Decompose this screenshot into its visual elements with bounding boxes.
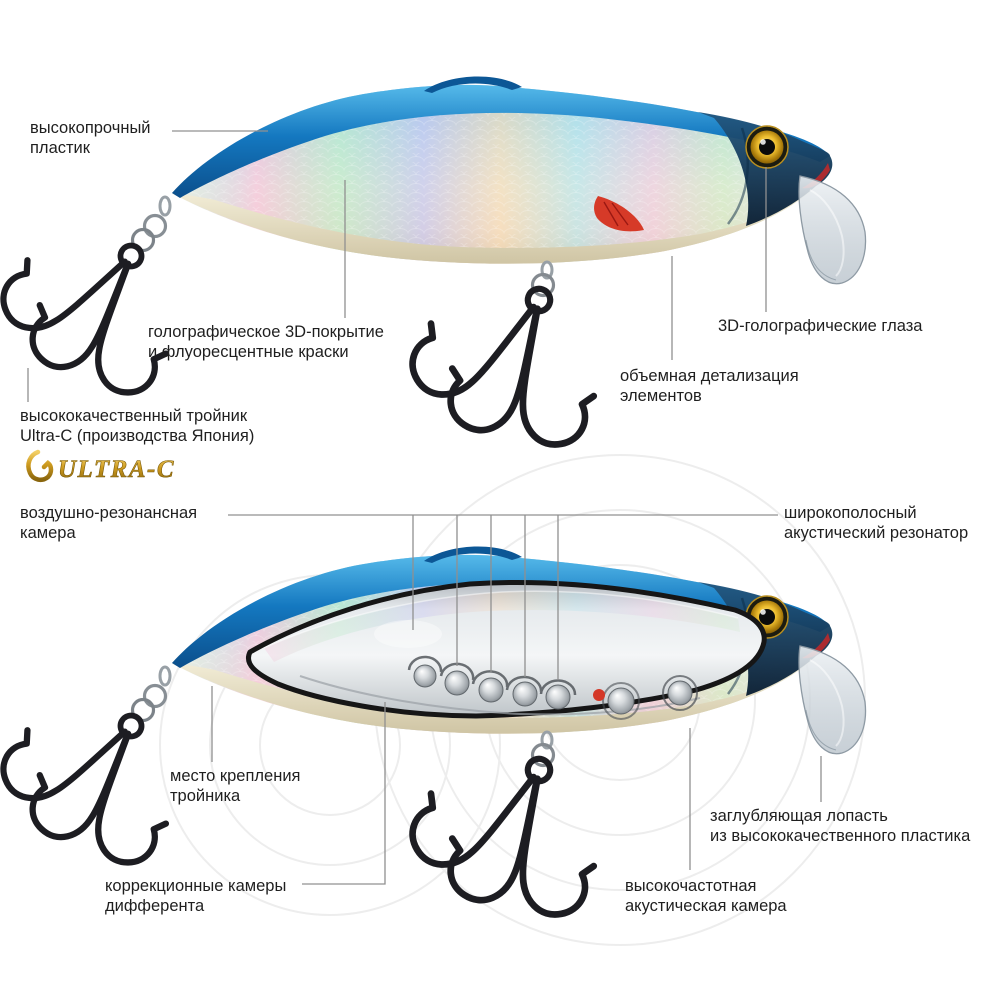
logo-text: ULTRA-C	[58, 456, 175, 483]
label-trim-chambers: коррекционные камеры дифферента	[105, 877, 287, 916]
leader-lines	[27, 130, 822, 885]
label-durable-plastic: высокопрочный пластик	[30, 119, 151, 158]
leader-trim-chambers	[302, 702, 386, 885]
label-holographic-coating: голографическое 3D-покрытие и флуоресцен…	[148, 323, 384, 362]
label-volume-detailing: объемная детализация элементов	[620, 367, 799, 406]
hook-icon	[26, 449, 54, 483]
cutaway-interior	[246, 579, 767, 720]
label-acoustic-resonator: широкополосный акустический резонатор	[784, 504, 969, 543]
label-hook-mount: место крепления тройника	[170, 767, 301, 806]
label-holographic-eyes: 3D-голографические глаза	[718, 317, 923, 335]
lure-cutaway-illustration	[0, 546, 866, 941]
rattle-balls	[413, 664, 693, 715]
air-chamber-area	[374, 620, 442, 648]
label-diving-lip: заглубляющая лопасть из высококачественн…	[710, 807, 971, 846]
ultra-c-logo: ULTRA-C	[22, 447, 242, 494]
chamber-seats	[407, 655, 577, 696]
label-treble-hook: высококачественный тройник Ultra-C (прои…	[20, 407, 255, 446]
label-hf-chamber: высокочастотная акустическая камера	[625, 877, 787, 916]
red-fin-dot	[593, 689, 605, 701]
label-air-chamber: воздушно-резонансная камера	[20, 504, 198, 543]
